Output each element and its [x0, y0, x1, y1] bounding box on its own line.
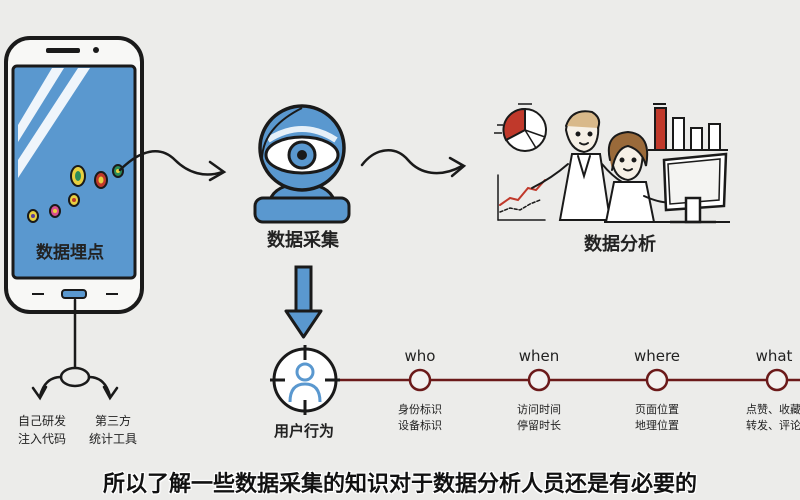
pie-chart-icon — [494, 103, 547, 152]
timeline-word-who: who — [405, 347, 436, 365]
computer-monitor-icon — [604, 152, 730, 224]
branch-connector — [31, 298, 119, 401]
timeline-dot-what — [765, 368, 789, 392]
timeline-node-who: who 身份标识 设备标识 — [398, 347, 442, 432]
branch-third-party: 第三方 统计工具 — [89, 413, 137, 446]
timeline-when-line2: 停留时长 — [517, 418, 561, 432]
collect-label: 数据采集 — [267, 229, 340, 251]
branch-self-line1: 自己研发 — [18, 413, 66, 428]
timeline-what-line2: 转发、评论 — [746, 418, 800, 432]
timeline-who-line2: 设备标识 — [398, 418, 442, 432]
timeline-dot-where — [645, 368, 669, 392]
timeline-who-line1: 身份标识 — [398, 402, 442, 416]
branch-third-line1: 第三方 — [95, 413, 131, 428]
branch-third-line2: 统计工具 — [89, 432, 137, 446]
timeline-node-when: when 访问时间 停留时长 — [517, 347, 561, 432]
timeline-where-line2: 地理位置 — [635, 418, 679, 432]
analyst-man-figure — [531, 110, 623, 221]
behavior-label: 用户行为 — [274, 422, 334, 440]
behavior-timeline — [270, 345, 800, 415]
smartphone-illustration: 数据埋点 — [4, 36, 144, 314]
bar-chart-icon — [648, 103, 728, 151]
webcam-icon — [253, 104, 351, 224]
arrow-phone-to-collect — [118, 150, 227, 182]
timeline-what-line1: 点赞、收藏 — [746, 402, 800, 416]
timeline-dot-who — [408, 368, 432, 392]
timeline-where-line1: 页面位置 — [635, 402, 679, 416]
phone-label: 数据埋点 — [36, 242, 104, 263]
user-target-icon — [270, 345, 340, 415]
line-chart-icon — [497, 174, 546, 221]
video-subtitle: 所以了解一些数据采集的知识对于数据分析人员还是有必要的 — [102, 472, 697, 497]
timeline-node-where: where 页面位置 地理位置 — [634, 347, 680, 432]
timeline-word-what: what — [756, 347, 793, 365]
timeline-word-where: where — [634, 347, 680, 365]
tracking-points-icon — [27, 164, 124, 223]
branch-self-developed: 自己研发 注入代码 — [18, 413, 66, 446]
timeline-when-line1: 访问时间 — [517, 403, 561, 416]
analysis-label: 数据分析 — [584, 233, 656, 255]
arrow-collect-to-analysis — [360, 149, 467, 178]
data-analysis-illustration — [494, 103, 730, 224]
arrow-collect-to-behavior — [284, 265, 323, 339]
branch-self-line2: 注入代码 — [18, 431, 66, 446]
timeline-dot-when — [527, 368, 551, 392]
timeline-node-what: what 点赞、收藏 转发、评论 — [746, 347, 800, 432]
timeline-word-when: when — [519, 347, 560, 365]
